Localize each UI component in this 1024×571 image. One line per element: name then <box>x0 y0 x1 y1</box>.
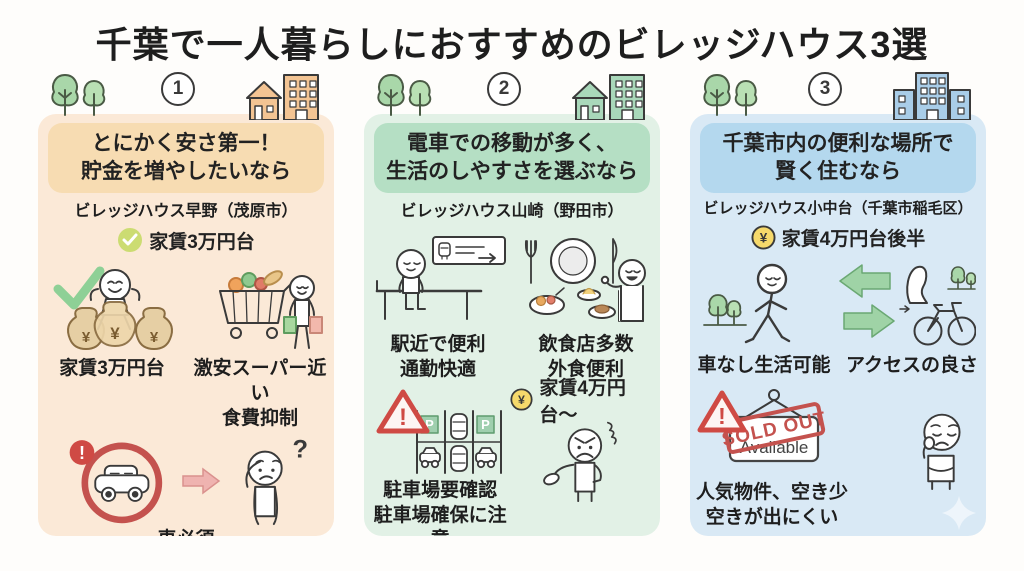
svg-text:?: ? <box>292 436 308 464</box>
svg-text:¥: ¥ <box>150 329 159 346</box>
column-1-con-caption: 車必須 車移動前提 <box>38 528 334 537</box>
walking-person-illustration <box>703 264 791 344</box>
annoyed-person-illustration <box>542 421 617 502</box>
column-2-card: 電車での移動が多く、 生活のしやすさを選ぶなら ビレッジハウス山崎（野田市） <box>364 114 660 536</box>
sparkle-icon <box>942 496 976 530</box>
rent-badge: 家賃3万円台 <box>38 225 334 255</box>
column-1-top: 1 <box>38 70 334 120</box>
pro-caption: 駅近で便利 通勤快適 <box>390 334 486 381</box>
pro-caption: 車なし生活可能 <box>697 355 831 377</box>
check-circle-icon <box>118 228 143 253</box>
column-2-pros-illustrations <box>364 225 660 331</box>
svg-text:!: ! <box>399 404 407 431</box>
column-2-bottom: P P <box>364 378 660 536</box>
columns-container: 1 <box>0 70 1024 536</box>
svg-text:¥: ¥ <box>82 329 91 346</box>
svg-text:¥: ¥ <box>759 230 767 245</box>
money-bags-person-illustration: ¥ ¥ ¥ <box>53 266 173 351</box>
pro-caption: 家賃3万円台 <box>59 358 165 380</box>
pro-caption: アクセスの良さ <box>845 355 979 377</box>
column-3-headline: 千葉市内の便利な場所で 賢く住むなら <box>700 123 976 194</box>
column-1-pros-illustrations: ¥ ¥ ¥ <box>38 255 334 355</box>
column-train-access: 2 <box>364 70 660 536</box>
svg-text:P: P <box>481 417 490 432</box>
number-badge: 3 <box>808 72 842 106</box>
foot-bicycle-access-illustration <box>839 264 976 346</box>
column-3-top: 3 <box>690 70 986 120</box>
column-cheapest: 1 <box>38 70 334 536</box>
sad-person-illustration <box>922 413 961 491</box>
sold-out-sign-illustration: Available SOLD OUT ! <box>697 389 828 463</box>
soldout-con-block: Available SOLD OUT ! 人気物件、空き少 <box>696 387 848 530</box>
column-2-top: 2 <box>364 70 660 120</box>
trees-icon <box>703 74 758 116</box>
svg-text:¥: ¥ <box>110 324 120 343</box>
number-badge: 1 <box>161 72 195 106</box>
svg-text:Available: Available <box>740 438 809 457</box>
svg-text:P: P <box>425 417 434 432</box>
column-city-smart: 3 <box>690 70 986 536</box>
column-3-pros-captions: 車なし生活可能 アクセスの良さ <box>690 354 986 379</box>
svg-text:¥: ¥ <box>518 393 525 407</box>
parking-lot-warning-illustration: P P <box>376 389 503 474</box>
confused-person-illustration: ? <box>245 436 308 525</box>
property-name: ビレッジハウス山崎（野田市） <box>400 203 624 221</box>
rent-badge: ¥ 家賃4万円台後半 <box>690 222 986 252</box>
parking-con-block: P P <box>370 385 510 536</box>
yen-coin-icon: ¥ <box>751 225 776 250</box>
station-bench-person-illustration <box>375 236 506 321</box>
column-3-con-caption: 人気物件、空き少 空きが出にくい <box>696 482 849 528</box>
trees-icon <box>377 74 432 116</box>
column-2-pros-captions: 駅近で便利 通勤快適 飲食店多数 外食便利 <box>364 333 660 382</box>
svg-text:!: ! <box>718 403 726 429</box>
property-name: ビレッジハウス小中台（千葉市稲毛区） <box>703 200 973 218</box>
yen-coin-icon: ¥ <box>510 388 533 411</box>
rent-annoyed-block: ¥ 家賃4万円台〜 <box>510 378 654 503</box>
page-title: 千葉で一人暮らしにおすすめのビレッジハウス3選 <box>95 24 929 65</box>
column-3-card: 千葉市内の便利な場所で 賢く住むなら ビレッジハウス小中台（千葉市稲毛区） ¥ … <box>690 114 986 536</box>
arrow-right-icon <box>182 467 221 494</box>
house-building-icon <box>246 74 319 120</box>
grocery-cart-person-illustration <box>219 270 323 350</box>
column-3-bottom: Available SOLD OUT ! 人気物件、空き少 <box>690 385 986 530</box>
rent-badge: ¥ 家賃4万円台〜 <box>510 378 654 426</box>
number-badge: 2 <box>487 72 521 106</box>
office-buildings-icon <box>893 72 971 120</box>
house-building-icon <box>572 74 645 120</box>
dining-restaurant-illustration <box>524 238 646 323</box>
column-1-card: とにかく安さ第一！ 貯金を増やしたいなら ビレッジハウス早野（茂原市） 家賃3万… <box>38 114 334 536</box>
trees-icon <box>51 74 106 116</box>
column-1-pros-captions: 家賃3万円台 激安スーパー近い 食費抑制 <box>38 357 334 431</box>
svg-text:!: ! <box>79 443 85 463</box>
column-1-headline: とにかく安さ第一！ 貯金を増やしたいなら <box>48 123 324 194</box>
property-name: ビレッジハウス早野（茂原市） <box>74 203 298 221</box>
column-1-con-illustrations: ! ? <box>38 436 334 526</box>
pro-caption: 激安スーパー近い 食費抑制 <box>193 358 327 429</box>
pro-caption: 飲食店多数 外食便利 <box>538 334 634 381</box>
car-required-warning-icon: ! <box>69 439 163 523</box>
column-3-pros-illustrations <box>690 252 986 352</box>
column-2-headline: 電車での移動が多く、 生活のしやすさを選ぶなら <box>374 123 650 194</box>
column-2-con-caption: 駐車場要確認 駐車場確保に注意 <box>373 479 507 536</box>
